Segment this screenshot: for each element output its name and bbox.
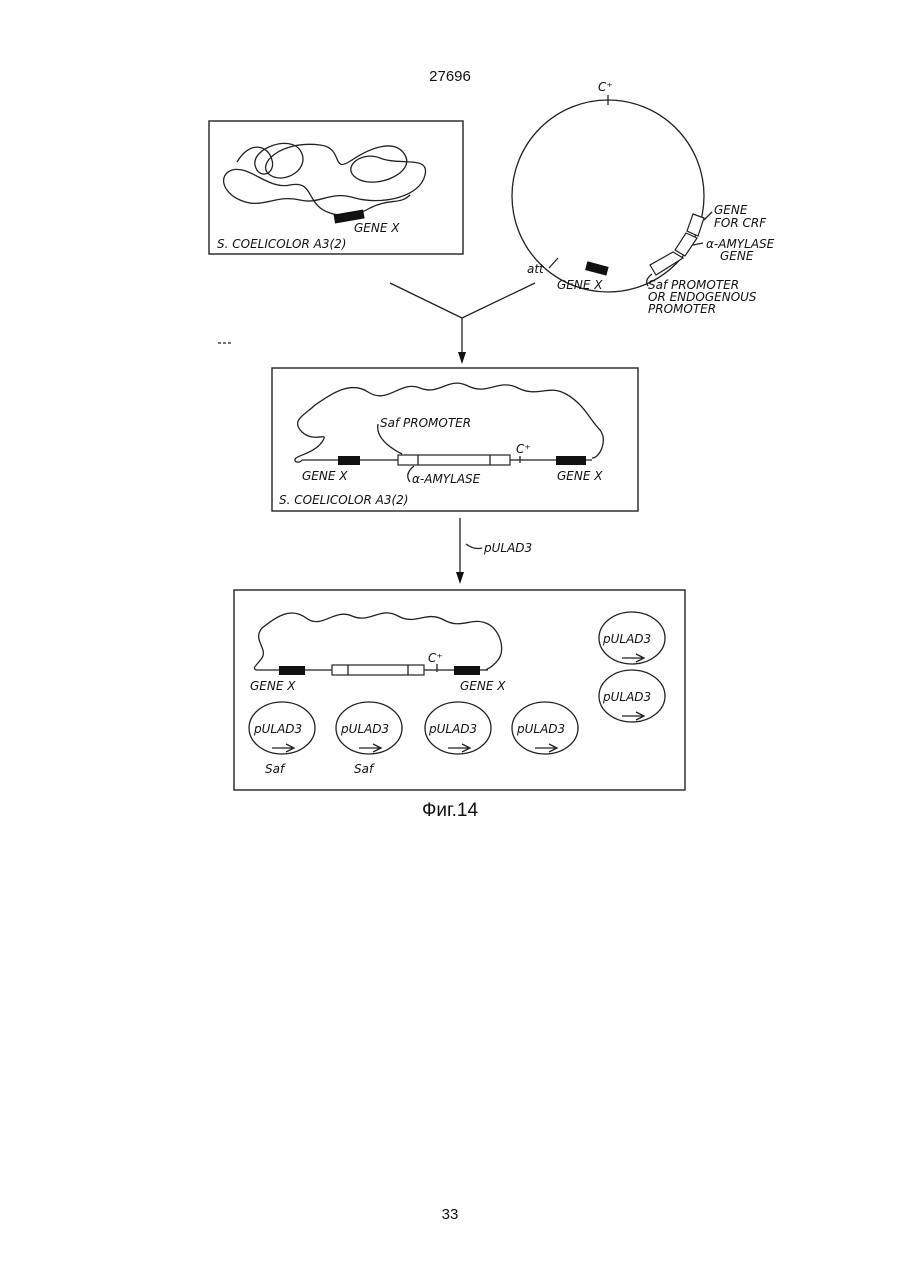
plasmid-circle-2: pULAD3 Saf bbox=[336, 702, 402, 776]
gene-x-label: GENE X bbox=[354, 221, 400, 235]
saf-label-1: Saf bbox=[265, 762, 286, 776]
integrant-panel: Saf PROMOTER C⁺ GENE X GENE X α-AMYLASE … bbox=[272, 368, 638, 511]
final-gene-x-right bbox=[454, 666, 480, 675]
plasmid-construct: C⁺ GENE FOR CRF α-AMYLASE GENE Saf PROMO… bbox=[512, 80, 775, 316]
final-gene-x-left bbox=[279, 666, 305, 675]
c-plus-label-2: C⁺ bbox=[516, 442, 531, 456]
plasmid-label-3: pULAD3 bbox=[428, 722, 477, 736]
final-gene-x-right-label: GENE X bbox=[460, 679, 506, 693]
gene-x-left-label: GENE X bbox=[302, 469, 348, 483]
saf-promoter-label: Saf PROMOTER bbox=[380, 416, 471, 430]
final-insert-segment bbox=[332, 665, 424, 675]
transform-arrow: pULAD3 bbox=[456, 518, 532, 584]
organism-label-2: S. COELICOLOR A3(2) bbox=[279, 493, 408, 507]
chromosome-panel: GENE X S. COELICOLOR A3(2) bbox=[209, 121, 463, 254]
merge-arrow bbox=[218, 283, 535, 364]
plasmid-gene-x-label: GENE X bbox=[557, 278, 603, 292]
amylase-label-2: GENE bbox=[720, 249, 754, 263]
chromosome-squiggle bbox=[224, 143, 426, 215]
chromosome-box bbox=[209, 121, 463, 254]
promoter-label-3: PROMOTER bbox=[648, 302, 716, 316]
plasmid-circle-1: pULAD3 Saf bbox=[249, 702, 315, 776]
plasmid-circle-6: pULAD3 bbox=[599, 670, 665, 722]
c-plus-label: C⁺ bbox=[598, 80, 613, 94]
plasmid-label-2: pULAD3 bbox=[340, 722, 389, 736]
c-plus-label-3: C⁺ bbox=[428, 651, 443, 665]
final-squiggle bbox=[254, 613, 501, 670]
plasmid-circle-5: pULAD3 bbox=[599, 612, 665, 664]
plasmid-label-1: pULAD3 bbox=[253, 722, 302, 736]
saf-label-2: Saf bbox=[354, 762, 375, 776]
pulad3-arrow-label: pULAD3 bbox=[483, 541, 532, 555]
integrant-box bbox=[272, 368, 638, 511]
gene-crf-label-1: GENE bbox=[714, 203, 748, 217]
final-gene-x-left-label: GENE X bbox=[250, 679, 296, 693]
plasmid-gene-x-block bbox=[585, 261, 609, 275]
figure-caption: Фиг.14 bbox=[0, 800, 900, 822]
plasmid-label-5: pULAD3 bbox=[602, 632, 651, 646]
page-number: 33 bbox=[0, 1206, 900, 1223]
att-label: att bbox=[527, 262, 545, 276]
final-panel: C⁺ GENE X GENE X pULAD3 Saf pULAD3 Saf p… bbox=[234, 590, 685, 790]
amylase-label-panel2: α-AMYLASE bbox=[412, 472, 481, 486]
organism-label: S. COELICOLOR A3(2) bbox=[217, 237, 346, 251]
plasmid-circle-3: pULAD3 bbox=[425, 702, 491, 754]
gene-x-right-label: GENE X bbox=[557, 469, 603, 483]
gene-x-left bbox=[338, 456, 360, 465]
gene-crf-label-2: FOR CRF bbox=[714, 216, 767, 230]
insert-segment bbox=[398, 455, 510, 465]
gene-x-right bbox=[556, 456, 586, 465]
plasmid-circle-4: pULAD3 bbox=[512, 702, 578, 754]
crf-gene-segment bbox=[687, 214, 704, 236]
plasmid-label-4: pULAD3 bbox=[516, 722, 565, 736]
plasmid-label-6: pULAD3 bbox=[602, 690, 651, 704]
